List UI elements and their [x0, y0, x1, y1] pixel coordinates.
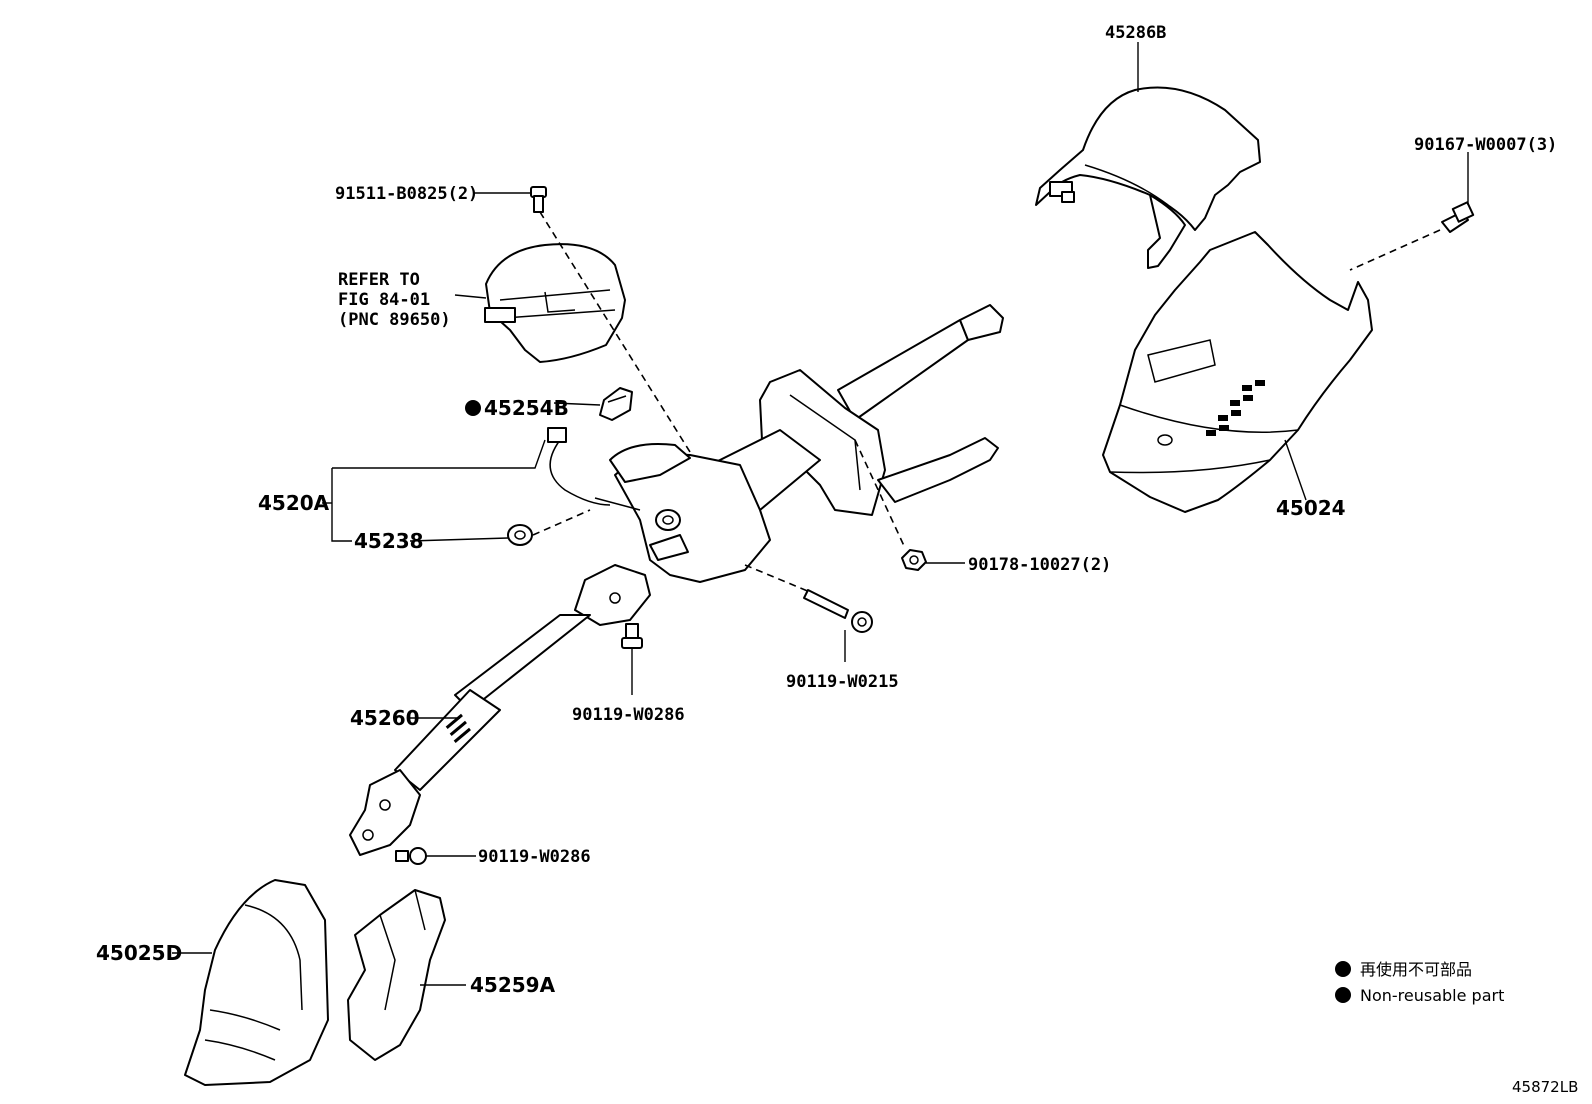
- part-45259a-bracket[interactable]: [347, 889, 446, 1061]
- label-45259a: 45259A: [470, 973, 556, 997]
- legend-marker-2: [1335, 987, 1351, 1003]
- label-fig-84-01: FIG 84-01: [338, 290, 430, 310]
- figure-id: 45872LB: [1512, 1078, 1578, 1096]
- legend: 再使用不可部品 Non-reusable part: [1335, 960, 1504, 1005]
- label-45260: 45260: [350, 706, 420, 730]
- legend-line-ja: 再使用不可部品: [1360, 960, 1472, 979]
- label-45024: 45024: [1276, 496, 1346, 520]
- part-90119-w0286-bolt-upper[interactable]: [621, 623, 643, 649]
- label-pnc-89650: (PNC 89650): [338, 310, 451, 330]
- label-90119-w0215: 90119-W0215: [786, 672, 899, 692]
- part-90119-w0286-bolt-lower[interactable]: [395, 847, 427, 865]
- part-45024-lower-cover[interactable]: [1102, 231, 1373, 513]
- label-90178-10027: 90178-10027(2): [968, 555, 1111, 575]
- part-switch-assembly-ref[interactable]: [484, 243, 626, 363]
- assembly-dashed-lines: [532, 211, 1441, 593]
- label-4520a: 4520A: [258, 491, 330, 515]
- label-90119-w0286-upper: 90119-W0286: [572, 705, 685, 725]
- legend-line-en: Non-reusable part: [1360, 986, 1504, 1005]
- part-91511-bolt[interactable]: [530, 186, 547, 213]
- label-45238: 45238: [354, 529, 424, 553]
- part-90119-w0215-bolt[interactable]: [803, 589, 873, 633]
- part-45254b-clip[interactable]: [599, 387, 633, 421]
- label-91511-b0825: 91511-B0825(2): [335, 184, 478, 204]
- part-45238-grommet[interactable]: [507, 524, 533, 546]
- label-45025d: 45025D: [96, 941, 182, 965]
- part-45025d-boot[interactable]: [184, 879, 329, 1086]
- non-reusable-marker-45254b: [465, 400, 481, 416]
- part-45260-intermediate-shaft[interactable]: [349, 564, 651, 856]
- label-refer-to: REFER TO: [338, 270, 420, 290]
- label-90119-w0286-lower: 90119-W0286: [478, 847, 591, 867]
- label-45254b: 45254B: [484, 396, 569, 420]
- part-90167-screw[interactable]: [1441, 201, 1475, 233]
- part-90178-nut[interactable]: [901, 549, 927, 571]
- leader-lines: [172, 42, 1469, 986]
- legend-marker-1: [1335, 961, 1351, 977]
- label-45286b: 45286B: [1105, 23, 1166, 43]
- part-45286b-upper-cover[interactable]: [1035, 86, 1261, 269]
- label-90167-w0007: 90167-W0007(3): [1414, 135, 1557, 155]
- part-4520a-steering-column[interactable]: [547, 304, 1004, 583]
